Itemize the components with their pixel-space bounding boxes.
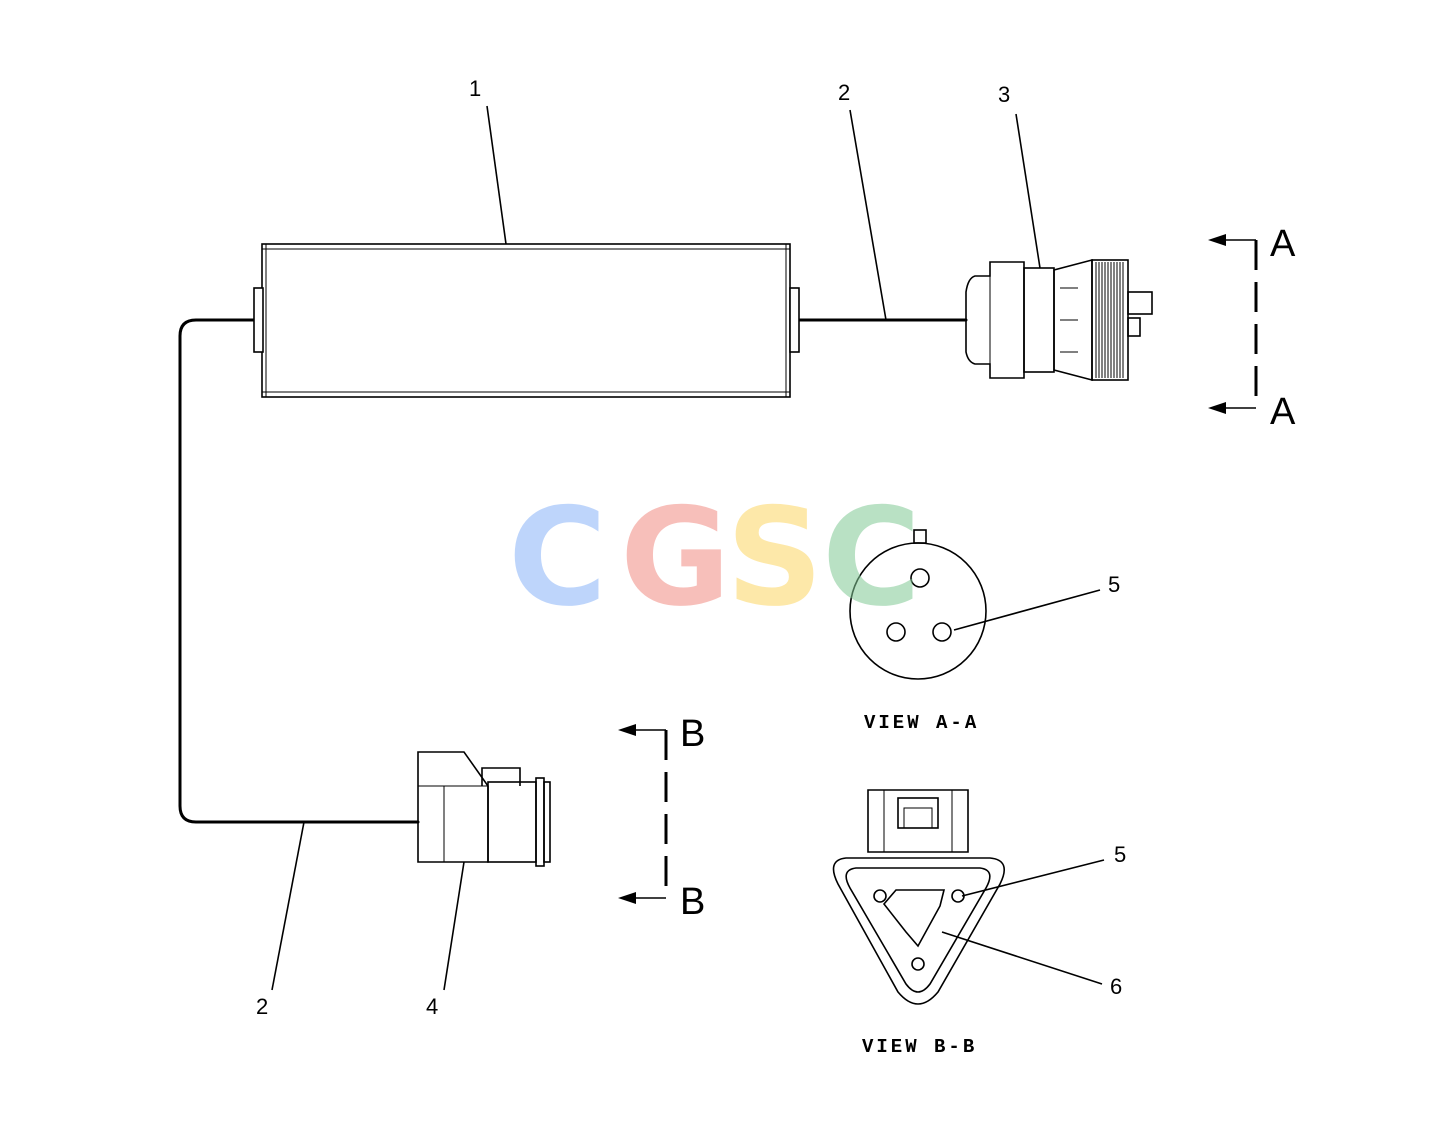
callout-4: 4 xyxy=(426,994,438,1019)
leader-4 xyxy=(443,861,465,991)
leader-2-top xyxy=(849,109,887,321)
pin-socket xyxy=(873,889,887,903)
callout-2-bottom: 2 xyxy=(256,994,268,1019)
pin-socket xyxy=(886,622,906,642)
callout-5-view-a: 5 xyxy=(1108,572,1120,597)
view-b-connector-face xyxy=(832,789,1006,1005)
module-cylinder xyxy=(253,243,800,398)
leader-3 xyxy=(1015,113,1041,269)
callout-6: 6 xyxy=(1110,974,1122,999)
watermark-letter: C xyxy=(508,479,607,636)
callout-3: 3 xyxy=(998,82,1010,107)
section-a-top-letter: A xyxy=(1270,223,1296,265)
section-b-marker xyxy=(618,724,668,904)
section-b-top-letter: B xyxy=(680,713,705,755)
rect-connector xyxy=(417,751,551,867)
round-connector xyxy=(965,258,1153,382)
leader-2-bottom xyxy=(271,821,305,991)
pin-socket xyxy=(910,568,930,588)
pin-socket xyxy=(932,622,952,642)
view-a-connector-face xyxy=(849,529,987,680)
watermark-letter: C xyxy=(822,479,921,636)
watermark-letter: S xyxy=(726,479,823,636)
section-a-bottom-letter: A xyxy=(1270,391,1296,433)
view-a-label: VIEW A-A xyxy=(864,712,979,734)
leader-6 xyxy=(941,931,1103,985)
section-a-marker xyxy=(1208,234,1258,414)
cgsc-watermark: C G S C xyxy=(508,479,921,636)
leader-1 xyxy=(486,105,507,245)
section-b-bottom-letter: B xyxy=(680,881,705,923)
leader-5-view-a xyxy=(953,589,1101,631)
watermark-letter: G xyxy=(620,479,731,636)
knurl-ridges xyxy=(1095,262,1124,378)
pin-socket xyxy=(951,889,965,903)
callout-5-view-b: 5 xyxy=(1114,842,1126,867)
view-b-label: VIEW B-B xyxy=(862,1036,977,1058)
callout-1: 1 xyxy=(469,76,481,101)
harness-cable-left xyxy=(178,318,420,824)
pin-socket xyxy=(911,957,925,971)
leader-5-view-b xyxy=(961,859,1105,897)
callout-2-top: 2 xyxy=(838,80,850,105)
